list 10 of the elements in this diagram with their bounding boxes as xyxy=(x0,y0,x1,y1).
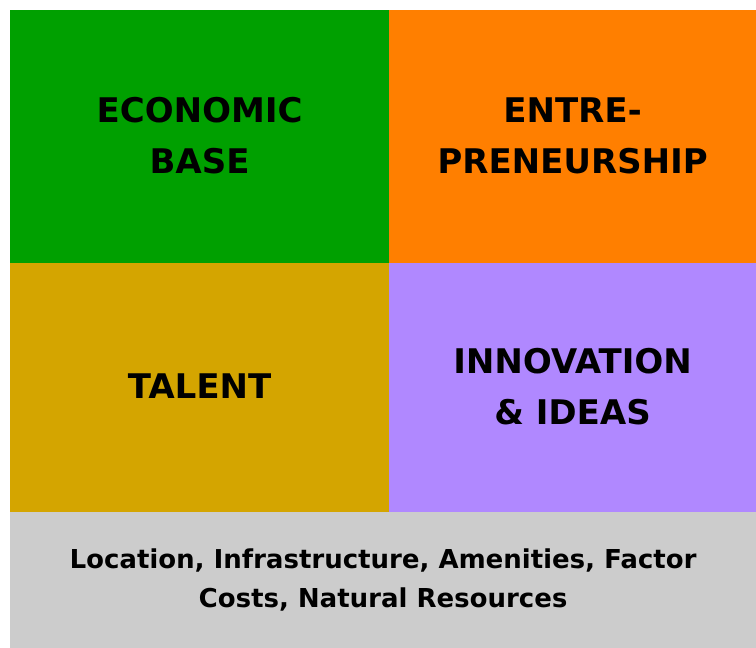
block-label: ECONOMIC BASE xyxy=(96,90,304,184)
block-label: TALENT xyxy=(128,366,272,409)
category-block xyxy=(10,10,389,263)
category-block xyxy=(10,263,389,512)
foundation-band xyxy=(10,512,756,648)
block-label: Location, Infrastructure, Amenities, Factor Costs, Natural Resources xyxy=(68,544,698,616)
category-block xyxy=(389,10,756,263)
block-label: INNOVATION & IDEAS xyxy=(452,340,693,434)
category-block xyxy=(389,263,756,512)
block-label: ENTRE- PRENEURSHIP xyxy=(436,90,709,184)
